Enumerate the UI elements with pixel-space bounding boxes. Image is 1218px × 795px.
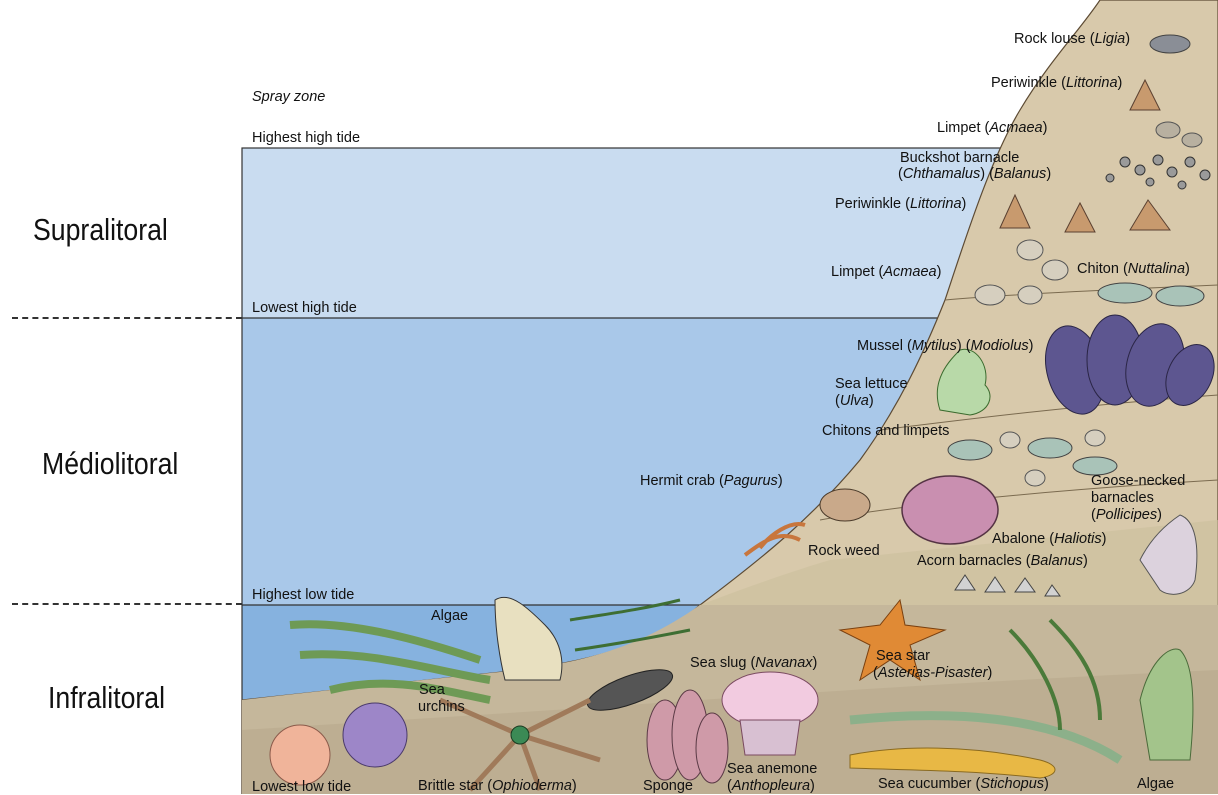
label-periwinkle-top: Periwinkle (Littorina): [991, 75, 1122, 92]
hermit-crab-shape: [820, 489, 870, 521]
chiton-shape: [1098, 283, 1152, 303]
zone-divider-supra-medio: [12, 317, 242, 319]
label-limpet-top: Limpet (Acmaea): [937, 120, 1047, 137]
label-chitons-limpets: Chitons and limpets: [822, 423, 949, 440]
label-rock-louse: Rock louse (Ligia): [1014, 31, 1130, 48]
label-brittle-star: Brittle star (Ophioderma): [418, 778, 577, 795]
highest-high-tide-label: Highest high tide: [252, 130, 360, 146]
label-goose-2: barnacles: [1091, 490, 1154, 507]
label-sea-cucumber: Sea cucumber (Stichopus): [878, 776, 1049, 793]
label-sea-anemone-2: (Anthopleura): [727, 778, 815, 795]
label-algae-bottom: Algae: [1137, 776, 1174, 793]
label-goose-3: (Pollicipes): [1091, 507, 1162, 524]
abalone-shape: [902, 476, 998, 544]
label-goose-1: Goose-necked: [1091, 473, 1185, 490]
spray-zone-label: Spray zone: [252, 89, 325, 105]
label-sea-star-1: Sea star: [876, 648, 930, 665]
label-buckshot-1: Buckshot barnacle: [900, 150, 1019, 167]
label-acorn-barnacles: Acorn barnacles (Balanus): [917, 553, 1088, 570]
zone-label-infralitoral: Infralitoral: [48, 680, 165, 716]
label-sea-urchins-1: Sea: [419, 682, 445, 699]
label-sea-star-2: (Asterias-Pisaster): [873, 665, 992, 682]
lowest-high-tide-label: Lowest high tide: [252, 300, 357, 316]
label-hermit-crab: Hermit crab (Pagurus): [640, 473, 783, 490]
zone-divider-medio-infra: [12, 603, 242, 605]
label-sea-anemone-1: Sea anemone: [727, 761, 817, 778]
zone-label-mediolitoral: Médiolitoral: [42, 446, 178, 482]
label-sea-slug: Sea slug (Navanax): [690, 655, 817, 672]
label-algae-top: Algae: [431, 608, 468, 625]
label-periwinkle-mid: Periwinkle (Littorina): [835, 196, 966, 213]
highest-low-tide-label: Highest low tide: [252, 587, 354, 603]
label-limpet-mid: Limpet (Acmaea): [831, 264, 941, 281]
label-sponge: Sponge: [643, 778, 693, 795]
label-rock-weed: Rock weed: [808, 543, 880, 560]
label-abalone: Abalone (Haliotis): [992, 531, 1106, 548]
label-chiton: Chiton (Nuttalina): [1077, 261, 1190, 278]
rock-louse-shape: [1150, 35, 1190, 53]
label-sea-lettuce-2: (Ulva): [835, 393, 874, 410]
label-buckshot-2: (Chthamalus) (Balanus): [898, 166, 1051, 183]
label-sea-lettuce-1: Sea lettuce: [835, 376, 908, 393]
zone-label-supralitoral: Supralitoral: [33, 212, 168, 248]
label-sea-urchins-2: urchins: [418, 699, 465, 716]
sea-urchin-shape: [343, 703, 407, 767]
label-mussel: Mussel (Mytilus) (Modiolus): [857, 338, 1033, 355]
lowest-low-tide-label: Lowest low tide: [252, 779, 351, 795]
